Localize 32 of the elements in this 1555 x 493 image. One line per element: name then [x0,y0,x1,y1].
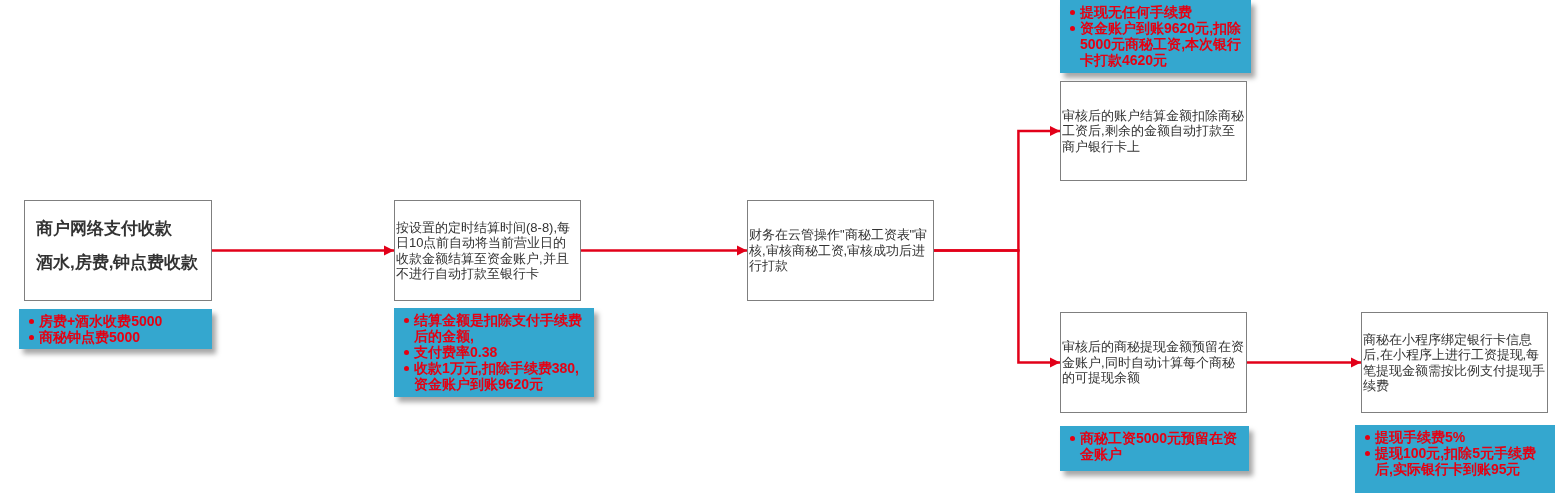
note-box [1355,425,1555,493]
arrow [581,245,747,256]
arrow [212,245,394,256]
box-text: 商户网络支付收款 [36,217,173,240]
box-text: 商秘在小程序绑定银行卡信息后,在小程序上进行工资提现,每笔提现金额需按比例支付提现手续费 [1363,331,1546,394]
note-item: 商秘钟点费5000 [27,329,208,345]
note-item: 提现手续费5% [1363,429,1551,445]
note-box [394,308,594,397]
box-text: 酒水,房费,钟点费收款 [36,251,200,274]
note-item: 提现100元,扣除5元手续费后,实际银行卡到账95元 [1363,445,1551,477]
box-text: 财务在云管操作"商秘工资表"审核,审核商秘工资,审核成功后进行打款 [749,227,929,274]
note-item: 收款1万元,扣除手续费380,资金账户到账9620元 [402,360,590,392]
arrow [934,249,1060,368]
note-box [1060,426,1249,471]
process-box [394,200,581,301]
note-box [1060,0,1251,73]
process-box [24,200,212,301]
note-item: 房费+酒水收费5000 [27,313,208,329]
note-item: 结算金额是扣除支付手续费后的金额, [402,312,590,344]
process-box [1060,312,1247,413]
box-text: 审核后的商秘提现金额预留在资金账户,同时自动计算每个商秘的可提现余额 [1062,339,1245,386]
process-box [747,200,934,301]
note-item: 支付费率0.38 [402,344,590,360]
arrow [1247,357,1361,368]
note-item: 提现无任何手续费 [1068,4,1247,20]
process-box [1361,312,1548,413]
box-text: 审核后的账户结算金额扣除商秘工资后,剩余的金额自动打款至商户银行卡上 [1062,107,1245,155]
note-box [19,309,212,349]
note-item: 资金账户到账9620元,扣除5000元商秘工资,本次银行卡打款4620元 [1068,20,1247,68]
note-item: 商秘工资5000元预留在资金账户 [1068,430,1245,462]
process-box [1060,81,1247,181]
box-text: 按设置的定时结算时间(8-8),每日10点前自动将当前营业日的收款金额结算至资金账户,并且不进行自动打款至银行卡 [396,219,572,282]
